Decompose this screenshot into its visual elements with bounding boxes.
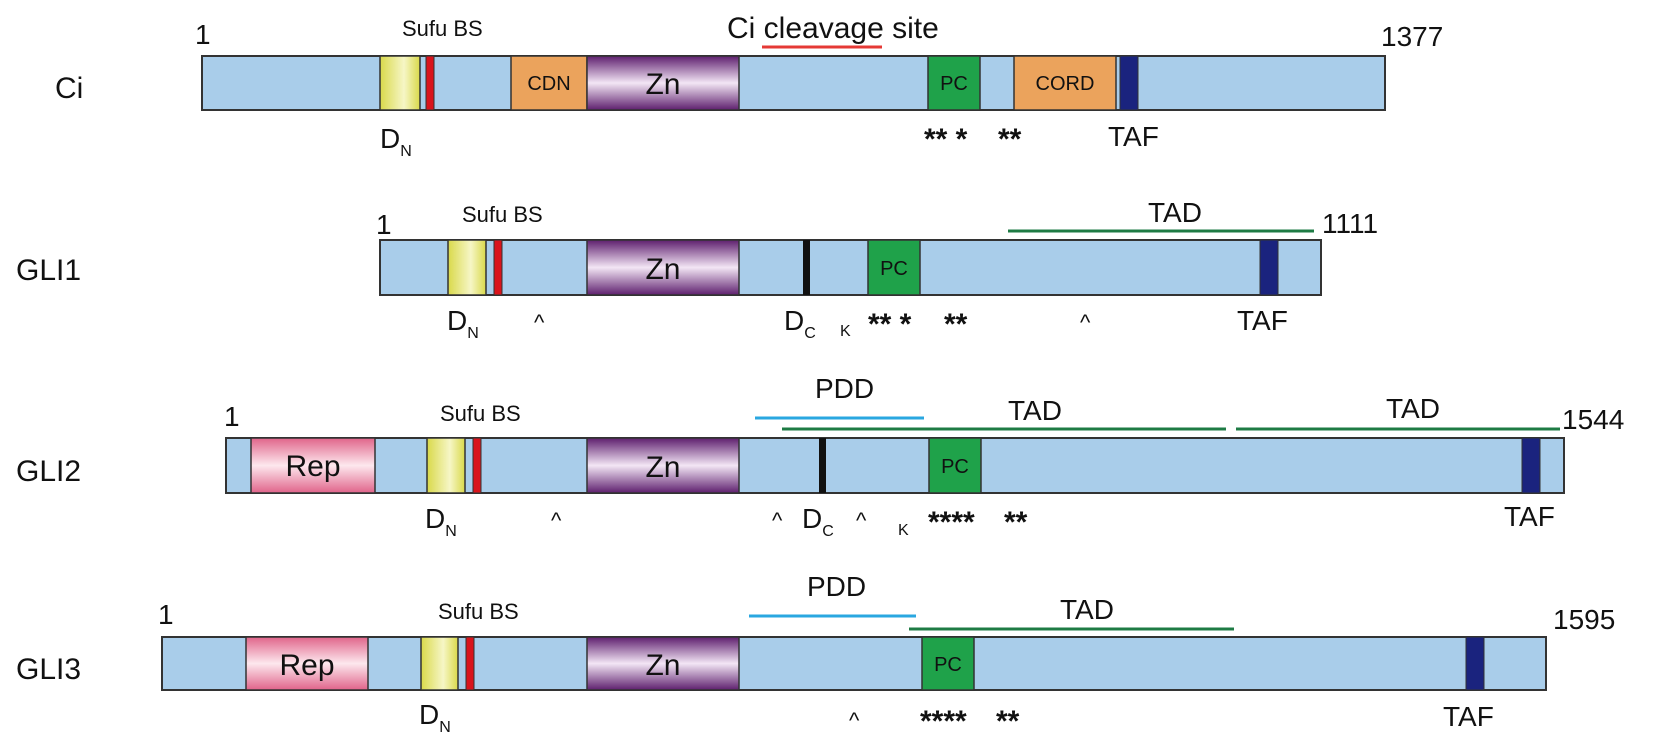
pdd-label-gli2: PDD [815,373,874,404]
red-motif-ci [425,55,435,111]
sufu-bs-label-ci: Sufu BS [402,16,483,41]
pc-domain-label-gli3: PC [934,654,962,676]
zn-domain-label-gli2: Zn [645,451,680,484]
backbone-gli3 [161,636,1547,691]
caret-1-gli2: ^ [551,508,562,533]
pc-domain-gli3 [921,636,975,691]
caret-3-gli2: ^ [856,508,867,533]
pc-domain-label-gli1: PC [880,258,908,280]
pc-domain-label-ci: PC [940,73,968,95]
sufu-binding-box-gli3 [420,636,459,691]
phospho-sites-left-ci: ** * [924,123,968,156]
rep-domain-label-gli2: Rep [285,450,340,483]
protein-gli1: GLI1 1 1111 Sufu BS TAD Zn PC DN ^ DC K … [16,197,1378,342]
caret-2-gli2: ^ [772,508,783,533]
cord-domain-ci [1013,55,1117,111]
phospho-sites-right-gli2: ** [1004,506,1028,539]
phospho-sites-left-gli2: **** [928,506,975,539]
dc-label-gli1: DC [784,305,816,342]
sufu-binding-box-ci [379,55,421,111]
zn-finger-domain-gli2 [586,437,740,494]
phospho-sites-right-gli3: ** [996,705,1020,738]
rep-domain-gli2 [250,437,376,494]
tad-label-gli3: TAD [1060,594,1114,625]
k-label-gli1: K [840,323,851,340]
phospho-sites-left-gli1: ** * [868,308,912,341]
protein-name-ci: Ci [55,72,83,105]
taf-label-gli3: TAF [1443,701,1494,732]
caret-2-gli1: ^ [1080,310,1091,335]
pc-domain-gli1 [867,239,921,296]
cdn-domain-label-ci: CDN [527,73,570,95]
end-residue-gli1: 1111 [1322,208,1378,239]
phospho-sites-left-gli3: **** [920,705,967,738]
taf-box-gli1 [1259,239,1279,296]
k-label-gli2: K [898,522,909,539]
cord-domain-label-ci: CORD [1036,73,1095,95]
zn-finger-domain-gli1 [586,239,740,296]
pc-domain-ci [927,55,981,111]
sufu-bs-label-gli3: Sufu BS [438,599,519,624]
protein-name-gli2: GLI2 [16,455,81,488]
caret-1-gli3: ^ [849,708,860,733]
pdd-label-gli3: PDD [807,571,866,602]
zn-domain-label-ci: Zn [645,68,680,101]
end-residue-gli2: 1544 [1562,404,1624,435]
tad-2-label-gli2: TAD [1386,393,1440,424]
protein-name-gli3: GLI3 [16,653,81,686]
zn-domain-label-gli1: Zn [645,253,680,286]
rep-domain-label-gli3: Rep [279,649,334,682]
tad-label-gli1: TAD [1148,197,1202,228]
start-residue-ci: 1 [195,19,211,50]
taf-box-ci [1119,55,1139,111]
taf-label-gli2: TAF [1504,501,1555,532]
dc-label-gli2: DC [802,503,834,540]
sufu-binding-box-gli1 [447,239,487,296]
red-motif-gli2 [472,437,482,494]
end-residue-ci: 1377 [1381,21,1443,52]
dn-label-gli2: DN [425,503,457,540]
dn-label-ci: DN [380,123,412,160]
zn-finger-domain-ci [586,55,740,111]
tad-1-label-gli2: TAD [1008,395,1062,426]
zn-finger-domain-gli3 [586,636,740,691]
dc-motif-gli1 [803,240,810,295]
cleavage-site-label-ci: Ci cleavage site [727,12,939,45]
dn-label-gli3: DN [419,699,451,736]
dc-motif-gli2 [819,438,826,493]
pc-domain-gli2 [928,437,982,494]
start-residue-gli1: 1 [376,209,392,240]
zn-domain-label-gli3: Zn [645,649,680,682]
phospho-sites-right-ci: ** [998,123,1022,156]
protein-ci: Ci 1 1377 Sufu BS Ci cleavage site CDN Z… [55,12,1443,160]
cdn-domain-ci [510,55,588,111]
taf-box-gli2 [1521,437,1541,494]
start-residue-gli3: 1 [158,599,174,630]
phospho-sites-right-gli1: ** [944,308,968,341]
caret-1-gli1: ^ [534,310,545,335]
protein-name-gli1: GLI1 [16,254,81,287]
rep-domain-gli3 [245,636,369,691]
sufu-bs-label-gli2: Sufu BS [440,401,521,426]
backbone-gli1 [379,239,1322,296]
sufu-binding-box-gli2 [426,437,466,494]
taf-box-gli3 [1465,636,1485,691]
sufu-bs-label-gli1: Sufu BS [462,202,543,227]
end-residue-gli3: 1595 [1553,604,1615,635]
taf-label-ci: TAF [1108,121,1159,152]
red-motif-gli1 [493,239,503,296]
red-motif-gli3 [465,636,475,691]
start-residue-gli2: 1 [224,401,240,432]
protein-gli2: GLI2 1 1544 Sufu BS PDD TAD TAD Rep Zn P… [16,373,1624,540]
taf-label-gli1: TAF [1237,305,1288,336]
protein-gli3: GLI3 1 1595 Sufu BS PDD TAD Rep Zn PC DN… [16,571,1615,738]
dn-label-gli1: DN [447,305,479,342]
pc-domain-label-gli2: PC [941,456,969,478]
